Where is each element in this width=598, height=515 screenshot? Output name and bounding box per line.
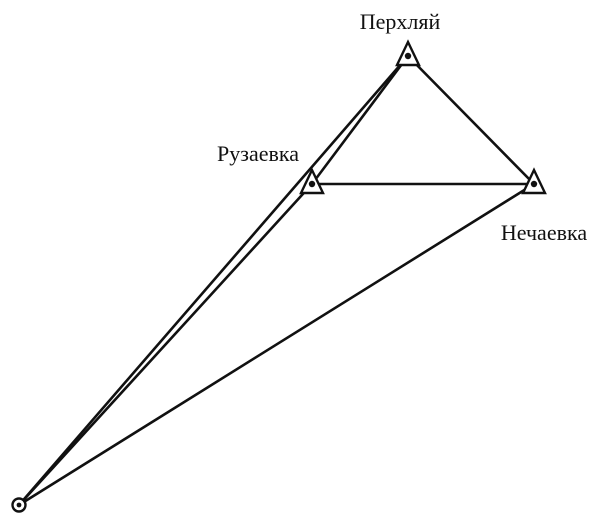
- observation-point-marker: [11, 497, 27, 513]
- ray-observer-ruzaevka: [17, 182, 314, 507]
- dot-icon: [16, 502, 22, 508]
- label-ruzaevka: Рузаевка: [217, 141, 299, 166]
- dot-icon: [308, 180, 316, 188]
- ray-observer-nechaevka: [17, 182, 536, 507]
- edge-perkhlyay-nechaevka: [406, 54, 536, 186]
- label-nechaevka: Нечаевка: [501, 220, 587, 245]
- edge-perkhlyay-ruzaevka: [310, 54, 410, 186]
- label-perkhlyay: Перхляй: [360, 9, 441, 34]
- station-perkhlyay-marker: [395, 39, 421, 67]
- station-ruzaevka-marker: [299, 167, 325, 195]
- ray-observer-perkhlyay: [17, 54, 410, 507]
- dot-icon: [530, 180, 538, 188]
- dot-icon: [404, 52, 412, 60]
- station-nechaevka-marker: [521, 167, 547, 195]
